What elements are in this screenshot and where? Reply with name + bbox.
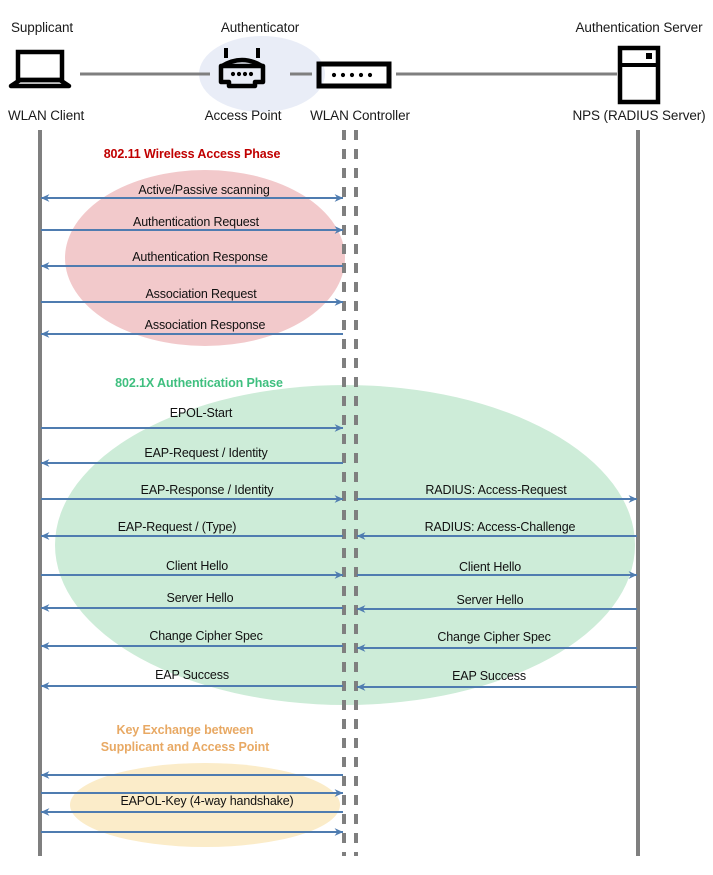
message-label: Authentication Response: [132, 250, 268, 264]
message-label: Association Request: [145, 287, 257, 301]
message-label: Client Hello: [165, 559, 229, 573]
message-label: EAPOL-Key (4-way handshake): [120, 794, 294, 808]
role-label-authenticator: Authenticator: [220, 20, 300, 35]
phase-2-ellipse: [55, 385, 635, 705]
message-label: EAP Success: [452, 669, 526, 683]
server-tower-icon: [617, 45, 661, 105]
wireless-access-point-icon: [218, 48, 266, 89]
phase-title-802-1x: 802.1X Authentication Phase: [115, 376, 283, 390]
message-label: EAP Success: [155, 668, 229, 682]
message-label: Association Response: [144, 318, 266, 332]
phase-title-key-exchange-line2: Supplicant and Access Point: [100, 740, 270, 754]
message-label: Change Cipher Spec: [437, 630, 551, 644]
phase-title-key-exchange-line1: Key Exchange between: [116, 723, 254, 737]
message-label: Server Hello: [456, 593, 524, 607]
message-label: RADIUS: Access-Challenge: [424, 520, 576, 534]
role-label-supplicant: Supplicant: [11, 20, 74, 35]
message-label: EAP-Request / Identity: [144, 446, 268, 460]
device-label-wlan-controller: WLAN Controller: [310, 108, 410, 123]
message-label: Authentication Request: [133, 215, 259, 229]
message-label: Active/Passive scanning: [138, 183, 270, 197]
phase-3-ellipse: [70, 763, 340, 847]
phase-title-802-11: 802.11 Wireless Access Phase: [103, 147, 281, 161]
message-label: RADIUS: Access-Request: [425, 483, 567, 497]
laptop-icon: [8, 49, 72, 89]
message-label: Client Hello: [458, 560, 522, 574]
wlan-controller-icon: [316, 61, 392, 89]
phase-title-key-exchange: Key Exchange between Supplicant and Acce…: [100, 722, 270, 756]
device-label-access-point: Access Point: [204, 108, 282, 123]
device-label-wlan-client: WLAN Client: [8, 108, 85, 123]
message-label: EPOL-Start: [169, 406, 233, 420]
message-label: Server Hello: [166, 591, 234, 605]
message-label: EAP-Response / Identity: [140, 483, 274, 497]
role-label-authentication-server: Authentication Server: [575, 20, 703, 35]
device-label-nps-radius-server: NPS (RADIUS Server): [572, 108, 706, 123]
message-label: Change Cipher Spec: [149, 629, 263, 643]
message-label: EAP-Request / (Type): [117, 520, 237, 534]
